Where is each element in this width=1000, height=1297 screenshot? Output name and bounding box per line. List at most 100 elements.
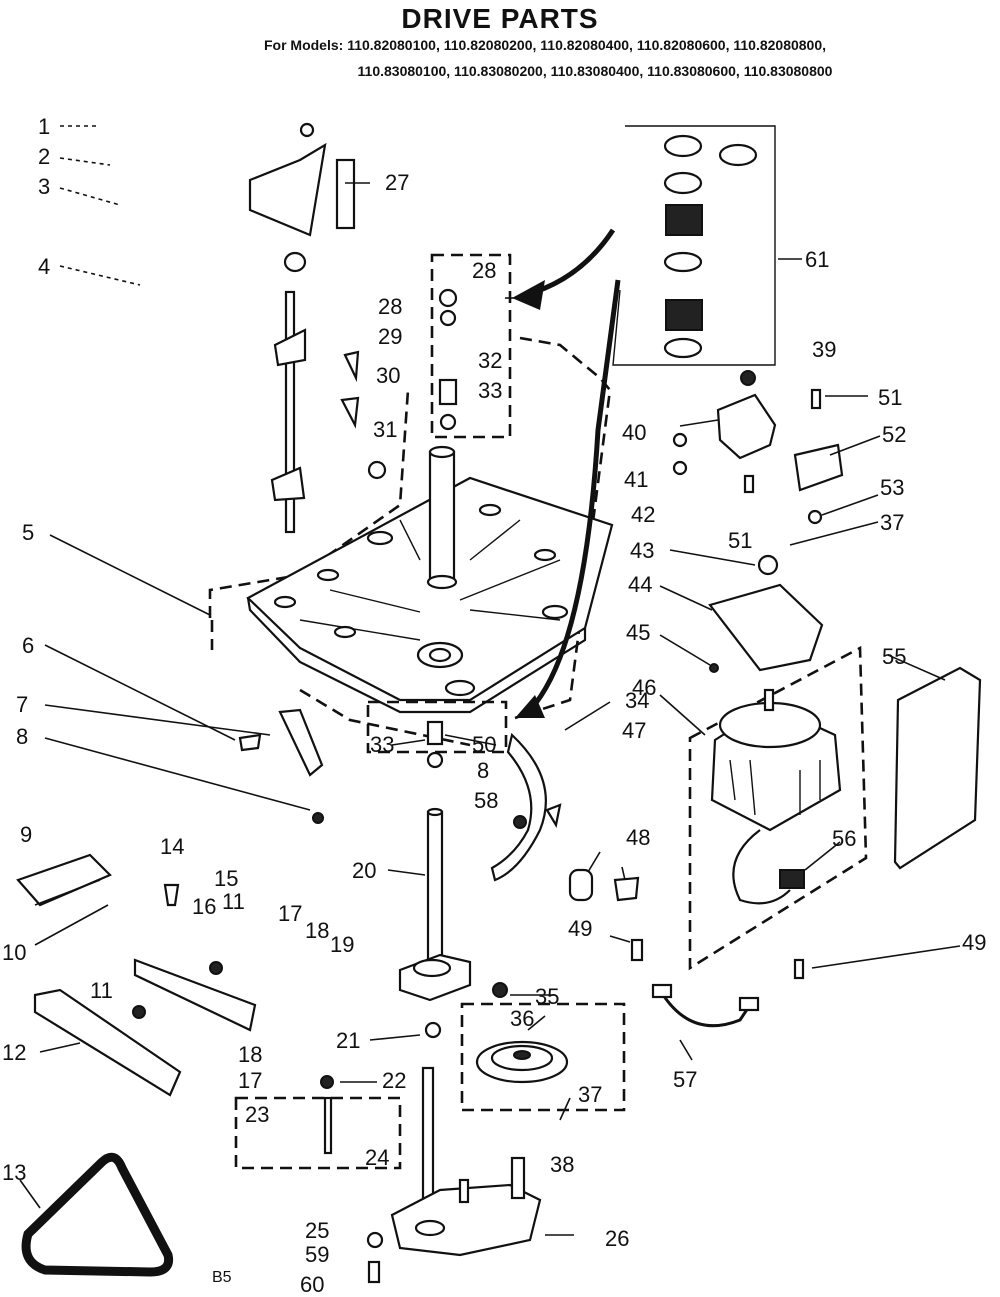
linkage-rod-assembly: [248, 142, 356, 534]
motor-assembly-outline: [688, 645, 868, 971]
callout-12: 12: [2, 1040, 26, 1065]
callout-18-lower: 18: [238, 1042, 262, 1067]
callout-1: 1: [38, 114, 50, 139]
drive-pulley: [475, 1040, 569, 1084]
callout-51-top: 51: [878, 385, 902, 410]
callout-56: 56: [832, 826, 856, 851]
callout-53: 53: [880, 475, 904, 500]
motor-bracket-upper: [716, 393, 777, 460]
callout-leaders: [19, 125, 961, 1236]
callout-28-left: 28: [378, 294, 402, 319]
callout-25: 25: [305, 1218, 329, 1243]
pump-parts-outline: [234, 1096, 402, 1170]
callout-42: 42: [631, 502, 655, 527]
callout-4: 4: [38, 254, 50, 279]
callout-57: 57: [673, 1067, 697, 1092]
callout-40: 40: [622, 420, 646, 445]
callout-23: 23: [245, 1102, 269, 1127]
callout-55: 55: [882, 644, 906, 669]
callout-49-left: 49: [568, 916, 592, 941]
clutch-assembly: [398, 953, 472, 1002]
callout-6: 6: [22, 633, 34, 658]
transmission-gearcase: [390, 1156, 542, 1257]
page-code: B5: [212, 1269, 232, 1286]
callout-47: 47: [622, 718, 646, 743]
callout-45: 45: [626, 620, 650, 645]
callout-14: 14: [160, 834, 184, 859]
callout-49-right: 49: [962, 930, 986, 955]
brake-arm: [278, 708, 324, 777]
callout-29: 29: [378, 324, 402, 349]
callout-labels: 1 2 3 4 27 61 28 28 29 30 31 32 33 39 40…: [2, 114, 986, 1297]
callout-8-mid: 8: [477, 758, 489, 783]
callout-41: 41: [624, 467, 648, 492]
drive-belt: [21, 1152, 174, 1277]
fasteners: [132, 122, 823, 1284]
arrow-upper-head: [512, 280, 545, 310]
motor-bracket-right: [793, 443, 844, 492]
callout-18-upper: 18: [305, 918, 329, 943]
drive-base-plate: [246, 476, 614, 714]
callout-61: 61: [805, 247, 829, 272]
callout-9: 9: [20, 822, 32, 847]
callout-33-top: 33: [478, 378, 502, 403]
callout-19: 19: [330, 932, 354, 957]
drive-belt-inner: [36, 1170, 160, 1263]
callout-32: 32: [478, 348, 502, 373]
callout-35: 35: [535, 984, 559, 1009]
seal-kit-outline-bottom: [366, 700, 508, 754]
callout-22: 22: [382, 1068, 406, 1093]
callout-60: 60: [300, 1272, 324, 1297]
callout-48: 48: [626, 825, 650, 850]
model-list-line-2: 110.83080100, 110.83080200, 110.83080400…: [358, 63, 833, 79]
callout-44: 44: [628, 572, 652, 597]
motor-cover-plate: [893, 666, 982, 870]
callout-43: 43: [630, 538, 654, 563]
model-list-line-1: For Models: 110.82080100, 110.82080200, …: [264, 37, 826, 53]
callout-52: 52: [882, 422, 906, 447]
callout-15: 15: [214, 866, 238, 891]
callout-13: 13: [2, 1160, 26, 1185]
callout-17-lower: 17: [238, 1068, 262, 1093]
wiring-harness: [658, 989, 754, 1028]
arrow-lower-head: [515, 695, 545, 718]
callout-33-bottom: 33: [370, 732, 394, 757]
callout-31: 31: [373, 417, 397, 442]
callout-11-lower: 11: [90, 978, 113, 1003]
callout-59: 59: [305, 1242, 329, 1267]
callout-3: 3: [38, 174, 50, 199]
callout-11-upper: 11: [222, 889, 245, 914]
seal-kit-outline-top: [430, 253, 512, 439]
bearing-kit-outline: [612, 125, 776, 366]
slide-bar-lower: [33, 988, 182, 1097]
callout-8-left: 8: [16, 724, 28, 749]
arrow-lower: [528, 279, 621, 712]
slide-bar-upper: [133, 958, 257, 1032]
callout-27: 27: [385, 170, 409, 195]
motor-mount-plate: [708, 583, 824, 672]
diagram-title: DRIVE PARTS: [401, 3, 598, 34]
actuator-block: [16, 853, 112, 907]
callout-17-upper: 17: [278, 901, 302, 926]
callout-16: 16: [192, 894, 216, 919]
callout-50: 50: [472, 732, 496, 757]
callout-2: 2: [38, 144, 50, 169]
bearing-kit: [663, 134, 758, 359]
callout-24: 24: [365, 1145, 389, 1170]
callout-58: 58: [474, 788, 498, 813]
callout-37-top: 37: [880, 510, 904, 535]
callout-46: 46: [632, 675, 656, 700]
pulley-assembly-outline: [460, 1002, 626, 1112]
callout-37-bottom: 37: [578, 1082, 602, 1107]
callout-38: 38: [550, 1152, 574, 1177]
callout-21: 21: [336, 1028, 360, 1053]
callout-26: 26: [605, 1226, 629, 1251]
motor-switch: [779, 869, 805, 889]
callout-5: 5: [22, 520, 34, 545]
callout-34: 34: [625, 688, 649, 713]
callout-10: 10: [2, 940, 26, 965]
callout-36: 36: [510, 1006, 534, 1031]
callout-28-top: 28: [472, 258, 496, 283]
drive-shaft: [426, 807, 444, 964]
